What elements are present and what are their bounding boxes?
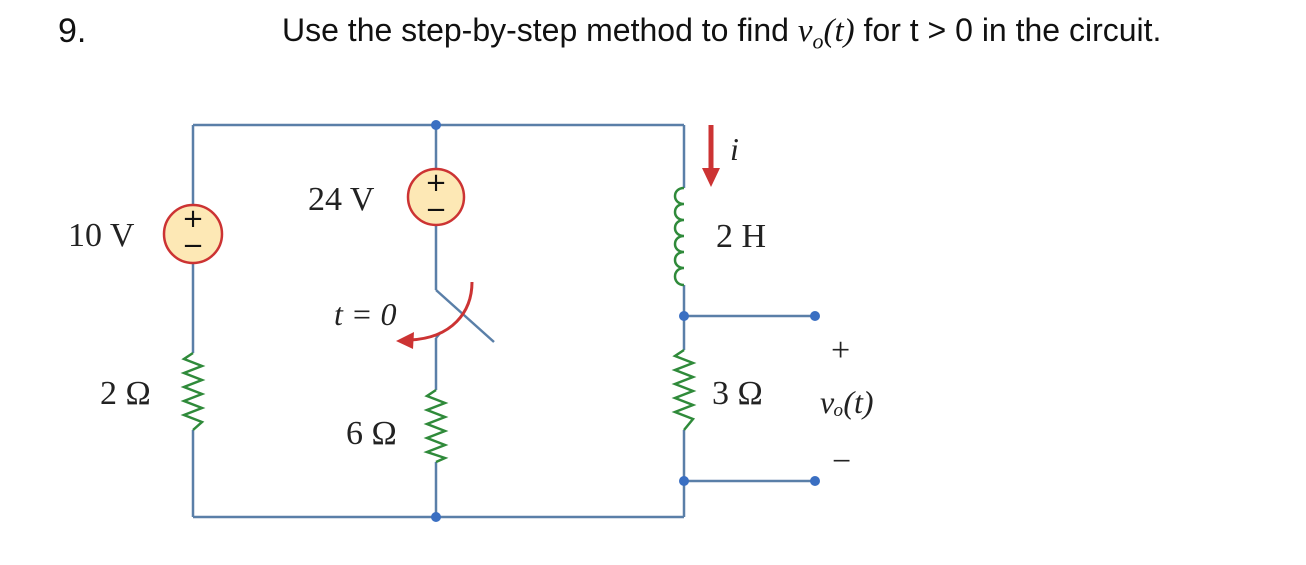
source-left-label: 10 V: [68, 217, 135, 254]
output-variable-arg: (t): [823, 13, 855, 49]
output-variable: vo(t): [797, 13, 855, 54]
switch: [435, 289, 495, 343]
resistor-right-label: 3 Ω: [712, 375, 763, 412]
source-left-minus: −: [182, 231, 204, 261]
question-number: 9.: [58, 12, 87, 50]
current-arrow: [702, 125, 720, 187]
voltage-source-left: + −: [162, 203, 224, 265]
nodes: [431, 120, 820, 522]
voltage-source-mid: + −: [406, 167, 466, 227]
resistor-left-label: 2 Ω: [100, 375, 151, 412]
resistor-mid: [423, 388, 449, 464]
inductor: [673, 186, 685, 287]
inductor-label: 2 H: [716, 218, 766, 255]
source-left-plus: +: [182, 204, 204, 234]
node-top-mid: [431, 120, 441, 130]
node-right-lower: [679, 476, 689, 486]
resistor-right: [671, 348, 697, 431]
output-voltage-label: vₒ(t): [820, 384, 874, 420]
output-variable-sub: o: [812, 28, 824, 54]
source-mid-plus: +: [425, 168, 447, 198]
question-text-before: Use the step-by-step method to find: [282, 12, 798, 48]
resistor-mid-label: 6 Ω: [346, 415, 397, 452]
wires: [191, 123, 815, 519]
output-variable-main: v: [797, 13, 813, 49]
source-mid-minus: −: [425, 195, 447, 225]
output-terminal-top: [810, 311, 820, 321]
question-text-after: for t > 0 in the circuit.: [854, 12, 1162, 48]
question-text: Use the step-by-step method to find vo(t…: [282, 12, 1161, 55]
switch-action-arrow: [409, 281, 474, 342]
output-minus: −: [832, 443, 851, 480]
current-label: i: [730, 131, 739, 167]
node-right-upper: [679, 311, 689, 321]
switch-arrowhead: [396, 332, 414, 349]
output-terminal-bottom: [810, 476, 820, 486]
node-bottom-mid: [431, 512, 441, 522]
resistor-left: [180, 351, 206, 431]
switch-label: t = 0: [334, 296, 396, 332]
output-plus: +: [831, 332, 850, 369]
source-mid-label: 24 V: [308, 181, 375, 218]
